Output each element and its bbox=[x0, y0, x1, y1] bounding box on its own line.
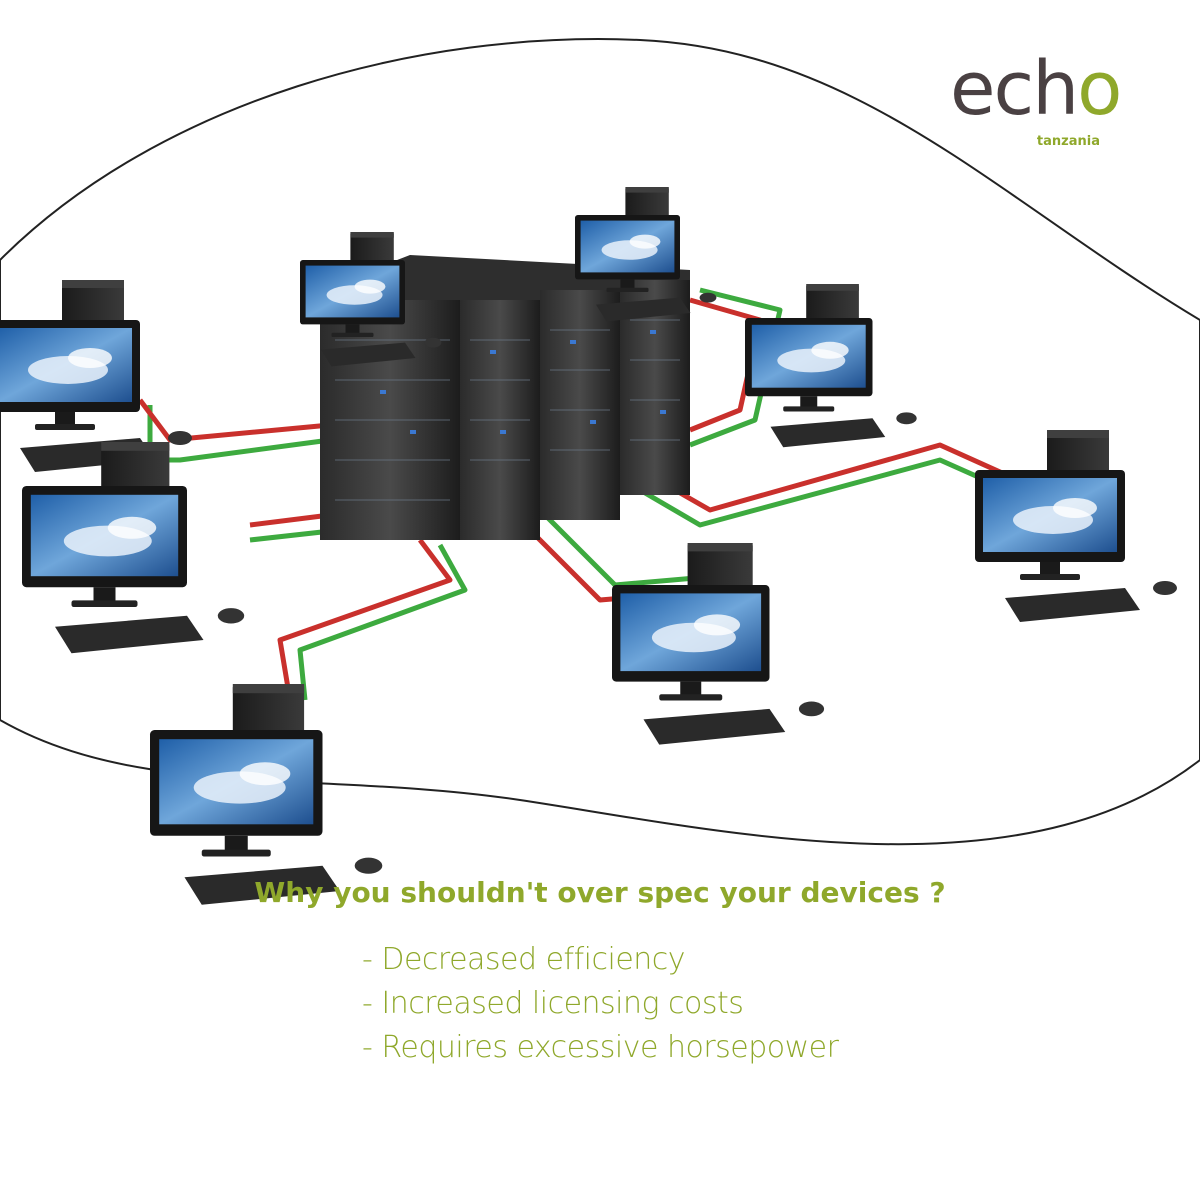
list-item: - Requires excessive horsepower bbox=[362, 1030, 839, 1065]
list-item: - Increased licensing costs bbox=[362, 986, 744, 1021]
list-item: - Decreased efficiency bbox=[362, 942, 686, 977]
brand-subtitle: tanzania bbox=[1036, 134, 1100, 149]
brand-wordmark: echo bbox=[950, 52, 1122, 126]
point-list: - Decreased efficiency - Increased licen… bbox=[362, 938, 839, 1070]
headline: Why you shouldn't over spec your devices… bbox=[254, 876, 946, 909]
brand-logo: echo tanzania bbox=[950, 52, 1140, 152]
brand-wordmark-accent: o bbox=[1077, 46, 1122, 132]
brand-wordmark-dark: ech bbox=[950, 46, 1079, 132]
